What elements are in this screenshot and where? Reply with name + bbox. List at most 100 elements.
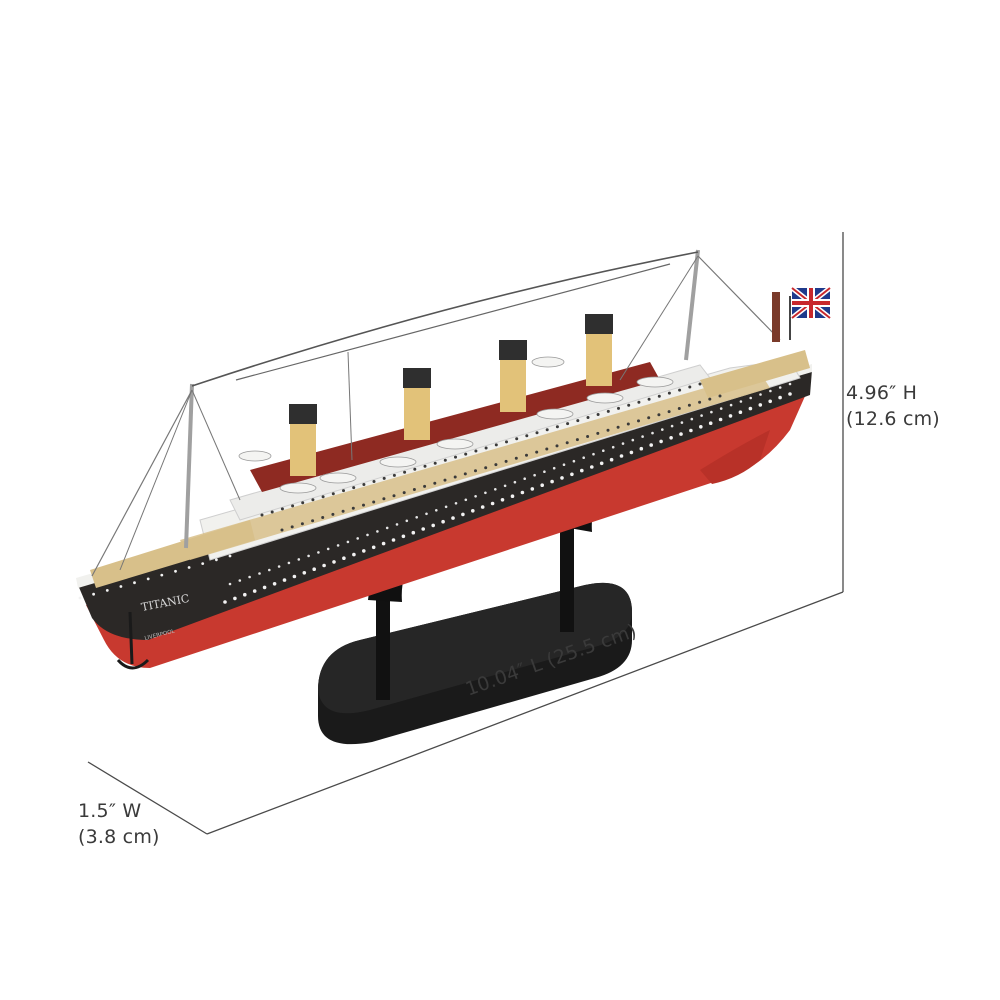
porthole xyxy=(504,459,508,463)
porthole xyxy=(688,385,692,389)
porthole xyxy=(362,549,366,553)
porthole xyxy=(401,534,406,539)
porthole xyxy=(243,592,247,597)
porthole xyxy=(609,457,614,462)
porthole xyxy=(346,540,350,544)
porthole xyxy=(490,501,495,506)
porthole xyxy=(262,585,267,590)
porthole xyxy=(444,505,448,509)
porthole xyxy=(778,386,782,389)
porthole xyxy=(540,483,544,488)
porthole xyxy=(174,569,177,573)
funnel-4 xyxy=(585,314,613,386)
porthole xyxy=(788,392,792,396)
porthole xyxy=(768,399,772,404)
porthole xyxy=(565,441,569,445)
porthole xyxy=(575,438,579,442)
porthole xyxy=(133,581,136,585)
porthole xyxy=(503,484,507,488)
porthole xyxy=(535,431,539,435)
porthole xyxy=(382,476,386,480)
porthole xyxy=(474,449,478,453)
masts-and-rigging xyxy=(91,249,781,577)
porthole xyxy=(311,498,315,502)
porthole xyxy=(233,596,237,601)
porthole xyxy=(552,466,556,470)
porthole xyxy=(423,484,427,488)
porthole xyxy=(500,498,505,502)
porthole xyxy=(689,428,693,433)
porthole xyxy=(550,479,554,484)
porthole xyxy=(280,507,284,511)
width-dimension-line xyxy=(87,761,208,835)
portholes xyxy=(223,382,792,604)
porthole xyxy=(572,459,576,463)
height-imperial: 4.96″ H xyxy=(846,382,918,404)
porthole xyxy=(738,410,743,415)
porthole xyxy=(291,504,295,508)
porthole xyxy=(728,414,733,418)
porthole xyxy=(352,486,356,490)
porthole xyxy=(351,506,355,510)
porthole xyxy=(238,579,242,582)
porthole xyxy=(341,509,345,513)
porthole xyxy=(403,470,407,474)
porthole xyxy=(372,500,376,504)
porthole xyxy=(611,445,615,449)
porthole xyxy=(525,453,528,457)
porthole xyxy=(277,565,281,568)
porthole xyxy=(657,413,661,417)
porthole xyxy=(700,414,703,417)
porthole xyxy=(562,463,566,467)
porthole xyxy=(443,458,447,462)
porthole xyxy=(718,417,723,422)
porthole xyxy=(484,446,488,450)
porthole xyxy=(631,438,635,442)
porthole xyxy=(331,512,335,516)
anchor-icon xyxy=(116,611,150,670)
porthole xyxy=(464,452,468,456)
porthole xyxy=(423,464,427,468)
porthole xyxy=(729,403,733,407)
porthole xyxy=(576,419,580,423)
porthole xyxy=(301,501,305,505)
porthole xyxy=(433,481,437,485)
porthole xyxy=(376,530,379,533)
porthole xyxy=(402,491,406,495)
porthole xyxy=(523,477,526,481)
porthole xyxy=(280,528,284,532)
porthole xyxy=(533,473,536,477)
porthole xyxy=(366,533,369,537)
porthole xyxy=(252,589,257,593)
porthole xyxy=(146,577,150,581)
porthole xyxy=(778,395,782,400)
porthole xyxy=(749,396,752,400)
porthole xyxy=(596,413,600,416)
porthole xyxy=(415,516,419,519)
porthole xyxy=(599,461,604,466)
porthole xyxy=(586,435,590,438)
porthole xyxy=(759,393,762,396)
porthole xyxy=(201,562,205,565)
funnel-2 xyxy=(403,368,431,440)
length-dimension-line xyxy=(206,591,844,835)
porthole xyxy=(405,519,409,523)
porthole xyxy=(331,492,335,496)
union-flag xyxy=(772,286,832,342)
porthole xyxy=(669,436,673,440)
porthole xyxy=(514,456,518,460)
porthole xyxy=(372,480,376,483)
porthole xyxy=(362,503,365,507)
funnel-3 xyxy=(499,340,527,412)
porthole xyxy=(119,585,123,588)
porthole xyxy=(471,509,475,513)
porthole xyxy=(494,443,498,447)
porthole xyxy=(290,525,294,529)
porthole xyxy=(513,480,517,484)
porthole xyxy=(670,424,674,428)
porthole xyxy=(433,461,437,465)
porthole xyxy=(606,409,610,413)
porthole xyxy=(413,467,417,471)
porthole xyxy=(627,403,631,407)
porthole xyxy=(268,568,271,572)
